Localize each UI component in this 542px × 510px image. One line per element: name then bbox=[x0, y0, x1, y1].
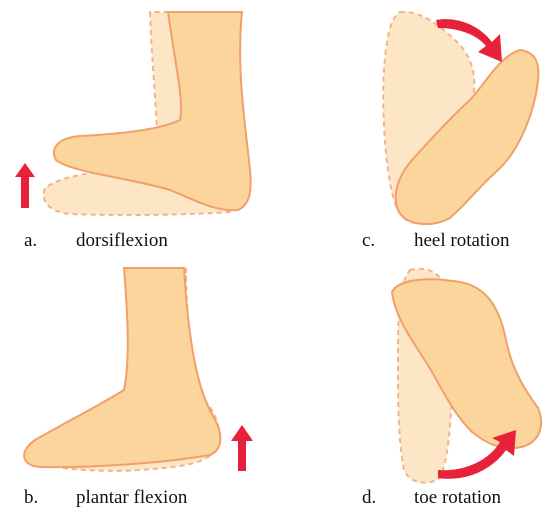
curved-arrow-icon bbox=[438, 430, 516, 479]
panel-heel-rotation bbox=[383, 12, 538, 224]
panel-dorsiflexion bbox=[15, 12, 251, 215]
panel-d-letter: d. bbox=[362, 487, 376, 509]
panel-a-label: dorsiflexion bbox=[76, 230, 168, 252]
panel-d-label: toe rotation bbox=[414, 487, 501, 509]
panel-c-label: heel rotation bbox=[414, 230, 510, 252]
up-arrow-icon bbox=[15, 163, 35, 208]
panel-b-letter: b. bbox=[24, 487, 38, 509]
foot-b bbox=[24, 268, 220, 467]
panel-c-letter: c. bbox=[362, 230, 375, 252]
panel-plantar-flexion bbox=[24, 268, 253, 471]
panel-a-letter: a. bbox=[24, 230, 37, 252]
up-arrow-icon bbox=[231, 425, 253, 471]
panel-b-label: plantar flexion bbox=[76, 487, 187, 509]
panel-toe-rotation bbox=[392, 269, 541, 483]
